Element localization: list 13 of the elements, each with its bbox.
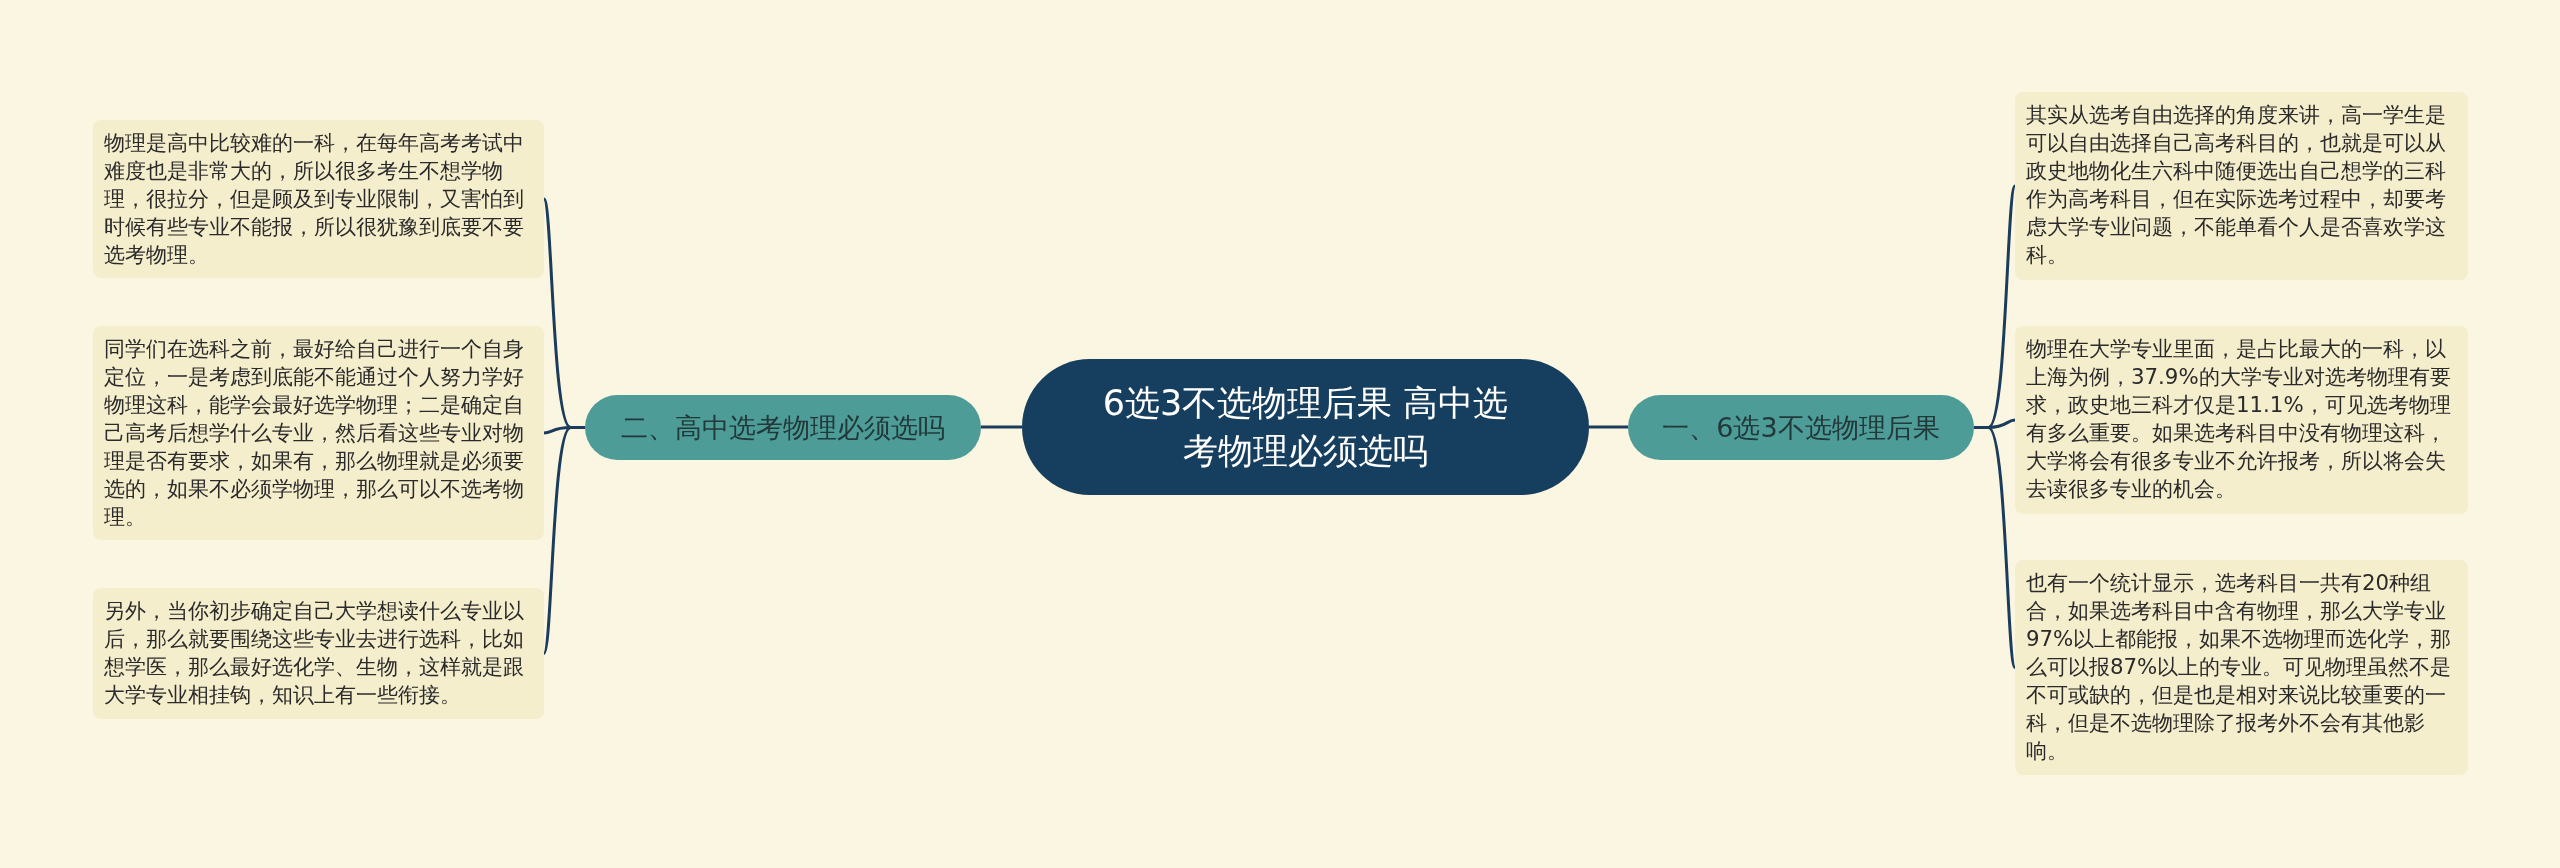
text-card: 物理是高中比较难的一科，在每年高考考试中难度也是非常大的，所以很多考生不想学物理，很拉分，但是顾及到专业限制，又害怕到时候有些专业不能报，所以很犹豫到底要不要选考物理。 bbox=[93, 120, 544, 278]
connector-line bbox=[1589, 425, 1628, 429]
connector-line bbox=[542, 426, 585, 655]
connector-line bbox=[1974, 426, 2017, 669]
branch-pill: 一、6选3不选物理后果 bbox=[1628, 395, 1974, 460]
text-card: 同学们在选科之前，最好给自己进行一个自身定位，一是考虑到底能不能通过个人努力学好物理这科，能学会最好选学物理；二是确定自己高考后想学什么专业，然后看这些专业对物理是否有要求，如果有，那么物理就是必须要选的，如果不必须学物理，那么可以不选考物理。 bbox=[93, 326, 544, 540]
text-card: 另外，当你初步确定自己大学想读什么专业以后，那么就要围绕这些专业去进行选科，比如想学医，那么最好选化学、生物，这样就是跟大学专业相挂钩，知识上有一些衔接。 bbox=[93, 588, 544, 719]
text-card: 也有一个统计显示，选考科目一共有20种组合，如果选考科目中含有物理，那么大学专业97%以上都能报，如果不选物理而选化学，那么可以报87%以上的专业。可见物理虽然不是不可或缺的，但是也是相对来说比较重要的一科，但是不选物理除了报考外不会有其他影响。 bbox=[2015, 560, 2468, 775]
topic-bubble: 6选3不选物理后果 高中选考物理必须选吗 bbox=[1022, 359, 1589, 495]
text-card: 其实从选考自由选择的角度来讲，高一学生是可以自由选择自己高考科目的，也就是可以从政史地物化生六科中随便选出自己想学的三科作为高考科目，但在实际选考过程中，却要考虑大学专业问题，不能单看个人是否喜欢学这科。 bbox=[2015, 92, 2468, 280]
branch-pill: 二、高中选考物理必须选吗 bbox=[585, 395, 981, 460]
connector-line bbox=[981, 425, 1022, 429]
text-card: 物理在大学专业里面，是占比最大的一科，以上海为例，37.9%的大学专业对选考物理有要求，政史地三科才仅是11.1%，可见选考物理有多么重要。如果选考科目中没有物理这科，大学将会有很多专业不允许报考，所以将会失去读很多专业的机会。 bbox=[2015, 326, 2468, 514]
